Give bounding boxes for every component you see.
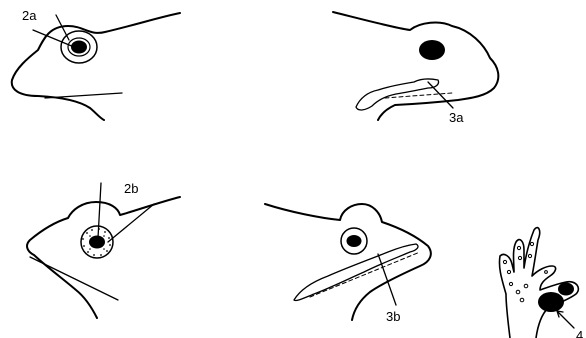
label-4: 4 bbox=[576, 328, 583, 338]
head-outline-3b bbox=[265, 204, 431, 320]
label-3a: 3a bbox=[449, 110, 464, 125]
label-2b: 2b bbox=[124, 181, 138, 196]
label-2a: 2a bbox=[22, 8, 37, 23]
frog-head-2b: 2b bbox=[27, 181, 180, 318]
mouth-line-2b bbox=[30, 257, 118, 300]
label-3b: 3b bbox=[386, 309, 400, 324]
hand-tubercles-4 bbox=[503, 242, 547, 301]
frog-head-3b: 3b bbox=[265, 204, 431, 324]
pointer-4 bbox=[557, 311, 574, 328]
frog-head-2a: 2a bbox=[12, 8, 180, 120]
pointer-2a bbox=[33, 15, 74, 47]
frog-hand-4: 4 bbox=[499, 228, 583, 338]
mouth-line-2a bbox=[45, 93, 122, 98]
head-outline-2a bbox=[12, 13, 180, 120]
pupil-3b bbox=[347, 235, 362, 247]
eye-3a bbox=[419, 40, 445, 60]
nuptial-pad-large-4 bbox=[538, 292, 564, 312]
stripe-3b bbox=[294, 244, 418, 301]
nuptial-pad-small-4 bbox=[558, 283, 574, 296]
head-outline-2b bbox=[27, 197, 180, 318]
pupil-2b bbox=[89, 236, 105, 249]
frog-head-3a: 3a bbox=[333, 12, 498, 125]
pointer-3a bbox=[428, 82, 453, 108]
